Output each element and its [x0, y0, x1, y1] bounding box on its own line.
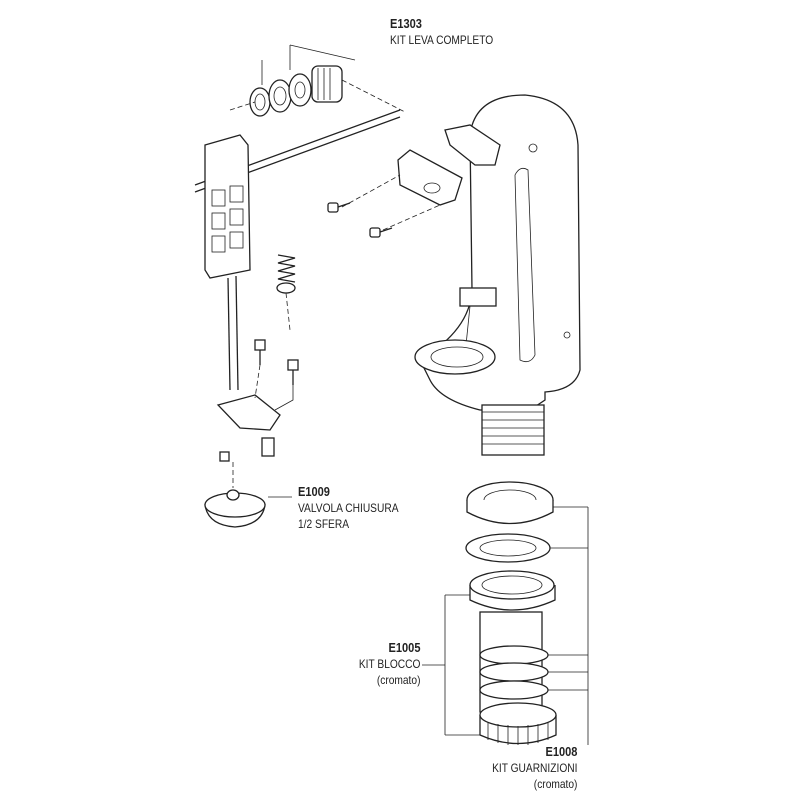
lower-assembly-drawing — [465, 481, 557, 745]
part-description: KIT GUARNIZIONI — [491, 761, 577, 775]
callout-lines — [422, 506, 589, 745]
part-code: E1303 — [390, 16, 422, 31]
part-description: KIT LEVA COMPLETO — [390, 33, 494, 47]
part-label-e1008: E1008 KIT GUARNIZIONI (cromato) — [492, 744, 577, 792]
part-description: VALVOLA CHIUSURA — [298, 501, 399, 515]
lever-kit-drawing — [194, 44, 406, 193]
part-code: E1008 — [545, 744, 577, 759]
part-label-e1009: E1009 VALVOLA CHIUSURA 1/2 SFERA — [298, 484, 399, 532]
part-description: 1/2 SFERA — [298, 517, 350, 531]
wall-bracket-drawing — [327, 149, 463, 238]
part-description: (cromato) — [376, 673, 420, 687]
part-label-e1303: E1303 KIT LEVA COMPLETO — [390, 16, 493, 48]
pipe-body-drawing — [414, 94, 581, 456]
part-code: E1005 — [388, 640, 420, 655]
grate-plate-drawing — [204, 134, 251, 391]
part-code: E1009 — [298, 484, 330, 499]
linkage-bracket-drawing — [216, 364, 294, 462]
part-label-e1005: E1005 KIT BLOCCO (cromato) — [358, 640, 420, 688]
spring-drawing — [254, 254, 299, 385]
part-description: (cromato) — [533, 777, 577, 791]
valve-half-sphere-drawing — [204, 462, 292, 528]
part-description: KIT BLOCCO — [358, 657, 420, 671]
